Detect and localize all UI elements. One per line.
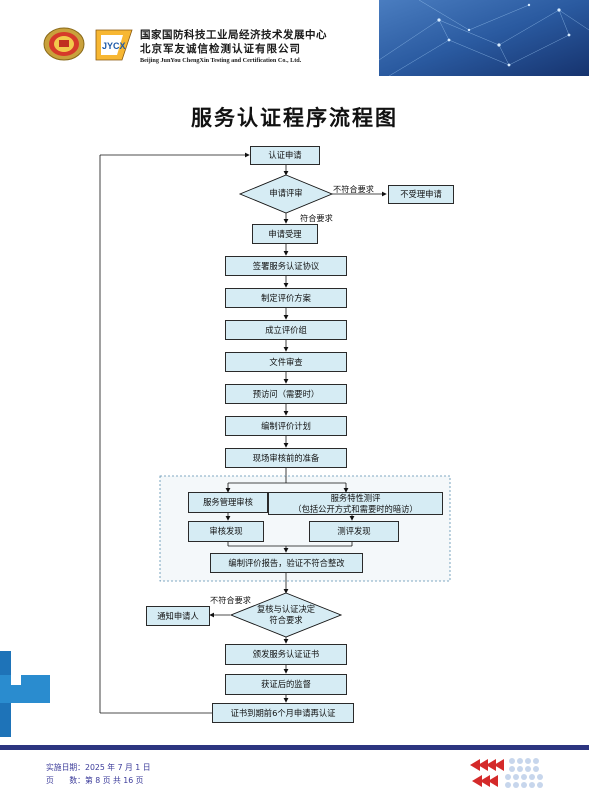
left-deco-top <box>0 651 11 675</box>
feature-eval-subtitle: （包括公开方式和需要时的暗访） <box>293 503 418 514</box>
left-deco-bottom <box>0 703 11 737</box>
node-pre-visit: 预访问（需要时） <box>225 384 347 404</box>
node-eval-plan: 编制评价计划 <box>225 416 347 436</box>
org-name-en: Beijing JunYou ChengXin Testing and Cert… <box>140 57 302 64</box>
org-name-2: 北京军友诚信检测认证有限公司 <box>140 43 301 55</box>
decision-diamond <box>229 592 343 638</box>
node-notify: 通知申请人 <box>146 606 210 626</box>
node-reject: 不受理申请 <box>388 185 454 204</box>
node-team: 成立评价组 <box>225 320 347 340</box>
node-renew: 证书到期前6个月申请再认证 <box>212 703 354 723</box>
page-count: 页 数：第 8 页 共 16 页 <box>46 776 144 785</box>
decision-title: 复核与认证决定 <box>256 604 316 614</box>
node-eval-findings: 测评发现 <box>309 521 399 542</box>
review-diamond <box>238 174 334 214</box>
page-title: 服务认证程序流程图 <box>191 105 398 130</box>
emblem-logo <box>43 27 85 61</box>
label-not-meet-2: 不符合要求 <box>210 595 251 605</box>
logo-text: JYCX <box>102 41 126 51</box>
node-doc-review: 文件审查 <box>225 352 347 372</box>
node-prep: 现场审核前的准备 <box>225 448 347 468</box>
label-meet-1: 符合要求 <box>300 213 333 223</box>
org-name-1: 国家国防科技工业局经济技术发展中心 <box>140 29 327 41</box>
footer-arrows-dots <box>470 758 543 788</box>
left-deco-notch <box>11 675 21 685</box>
node-review: 申请评审 <box>269 188 303 198</box>
header-tech-banner <box>379 0 589 76</box>
node-audit-findings: 审核发现 <box>188 521 264 542</box>
node-decision: 复核与认证决定 符合要求 <box>236 604 336 626</box>
node-accept: 申请受理 <box>252 224 318 244</box>
label-meet-2: 符合要求 <box>269 615 303 626</box>
node-issue: 颁发服务认证证书 <box>225 644 347 665</box>
node-feature-eval: 服务特性测评 （包括公开方式和需要时的暗访） <box>268 492 443 515</box>
node-sign: 签署服务认证协议 <box>225 256 347 276</box>
node-mgmt-audit: 服务管理审核 <box>188 492 268 513</box>
node-report: 编制评价报告，验证不符合整改 <box>210 553 363 573</box>
effective-date: 实施日期：2025 年 7 月 1 日 <box>46 763 151 772</box>
left-deco-mid <box>0 675 50 703</box>
node-surveillance: 获证后的监督 <box>225 674 347 695</box>
jycx-logo: JYCX <box>95 29 133 61</box>
label-not-meet-1: 不符合要求 <box>333 184 374 194</box>
footer-bar <box>0 745 589 750</box>
feature-eval-title: 服务特性测评 <box>330 493 381 504</box>
node-apply: 认证申请 <box>250 146 320 165</box>
node-plan-scheme: 制定评价方案 <box>225 288 347 308</box>
